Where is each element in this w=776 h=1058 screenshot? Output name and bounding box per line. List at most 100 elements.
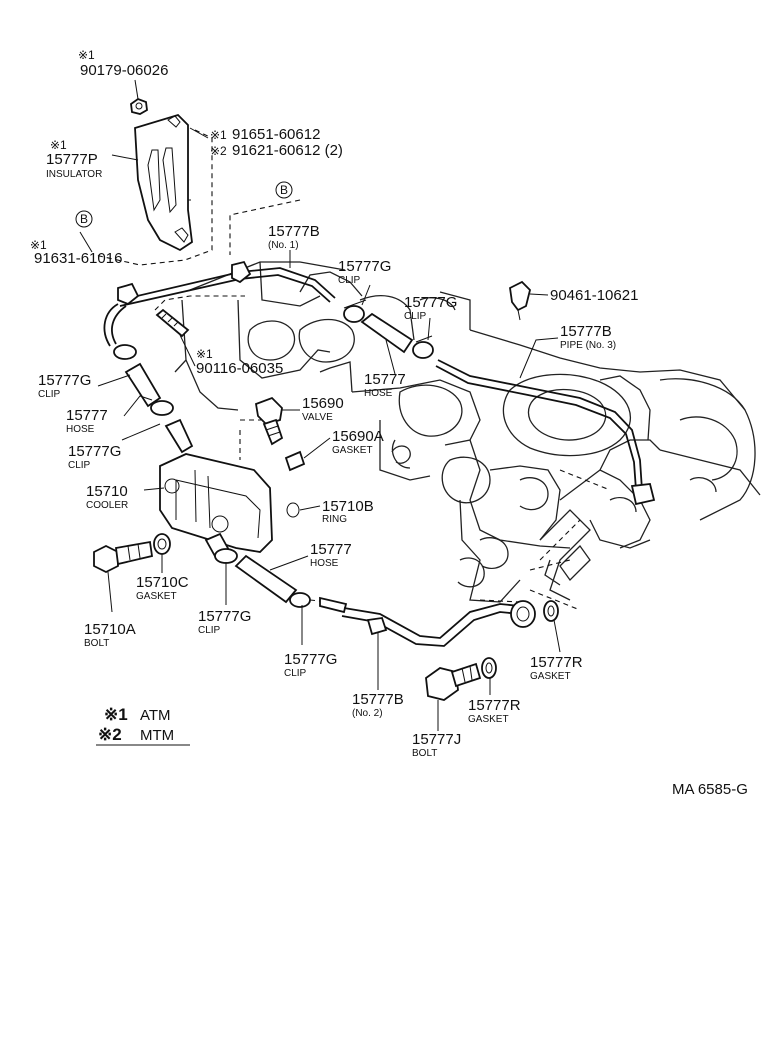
- top-clip-2-part: [412, 335, 434, 359]
- pipe-no1-part: [117, 260, 336, 307]
- callout-valve: 15690 VALVE: [302, 395, 344, 423]
- callout-gasket-r1-part: 15777R: [530, 654, 583, 671]
- legend-mark-1: ※1: [104, 705, 128, 724]
- pipe-no3-part: [435, 359, 656, 506]
- callout-insulator: ※1 15777P INSULATOR: [46, 138, 102, 180]
- cooler-part: [159, 453, 273, 553]
- callout-clip-left1-name: CLIP: [38, 389, 61, 400]
- callout-cooler-bolt-part: 15710A: [84, 621, 136, 638]
- reference-marker-b-upper-label: B: [280, 183, 288, 197]
- left-clip-2-part: [150, 400, 174, 416]
- callout-ring-name: RING: [322, 514, 347, 525]
- callout-gasket-r1: 15777R GASKET: [530, 654, 583, 682]
- callout-clip-left2-name: CLIP: [68, 460, 91, 471]
- ring-part: [286, 502, 300, 518]
- callout-gasket-r2: 15777R GASKET: [468, 697, 521, 725]
- callout-clip-bottom2-name: CLIP: [284, 668, 307, 679]
- callout-bolt-a-mark1: ※1: [210, 128, 227, 142]
- callout-cooler-gasket: 15710C GASKET: [136, 574, 189, 602]
- valve-part: [254, 396, 284, 446]
- callout-ring-part: 15710B: [322, 498, 374, 515]
- callout-bolt-a: ※1 91651-60612 ※2 91621-60612 (2): [210, 126, 343, 159]
- callout-hose-top-name: HOSE: [364, 388, 393, 399]
- callout-union-bolt: 15777J BOLT: [412, 731, 461, 759]
- legend-label-1: ATM: [140, 707, 171, 724]
- callout-clip-bottom2: 15777G CLIP: [284, 651, 337, 679]
- callout-valve-part: 15690: [302, 395, 344, 412]
- callout-pipe-no3-name: PIPE (No. 3): [560, 340, 616, 351]
- callout-nut-part: 90179-06026: [80, 62, 168, 79]
- callout-insulator-name: INSULATOR: [46, 169, 102, 180]
- callout-hose-left: 15777 HOSE: [66, 407, 108, 435]
- callout-pipe-no1-name: (No. 1): [268, 240, 299, 251]
- callout-nut-mark: ※1: [78, 48, 95, 62]
- reference-marker-b-lower: B: [75, 210, 93, 228]
- callout-clip-left1: 15777G CLIP: [38, 372, 91, 400]
- callout-clip-top1-part: 15777G: [338, 258, 391, 275]
- callout-valve-gasket: 15690A GASKET: [332, 428, 384, 456]
- callout-bolt-a-mark2: ※2: [210, 144, 227, 158]
- callout-clip-top2: 15777G CLIP: [404, 294, 457, 322]
- callout-hose-bottom: 15777 HOSE: [310, 541, 352, 569]
- callout-bracket-bolt: 90461-10621: [550, 287, 638, 304]
- callout-stud-mark: ※1: [196, 347, 213, 361]
- bottom-clip-2-part: [289, 592, 311, 608]
- callout-clip-top2-name: CLIP: [404, 311, 427, 322]
- callout-insulator-part: 15777P: [46, 151, 98, 168]
- union-fitting-part: [510, 600, 536, 628]
- callout-valve-gasket-part: 15690A: [332, 428, 384, 445]
- callout-clip-top1: 15777G CLIP: [338, 258, 391, 286]
- gasket-r1-part: [543, 600, 559, 622]
- callout-clip-left2: 15777G CLIP: [68, 443, 121, 471]
- callout-bolt-a-part1: 91651-60612: [232, 126, 320, 143]
- bottom-clip-1-part: [214, 548, 238, 564]
- callout-gasket-r1-name: GASKET: [530, 671, 571, 682]
- callout-clip-bottom1-part: 15777G: [198, 608, 251, 625]
- callout-clip-bottom2-part: 15777G: [284, 651, 337, 668]
- insulator-part: [134, 113, 193, 252]
- left-hose-part: [124, 362, 162, 408]
- callout-bolt-b-mark: ※1: [30, 238, 47, 252]
- callout-hose-top-part: 15777: [364, 371, 406, 388]
- callout-pipe-no1: 15777B (No. 1): [268, 223, 320, 251]
- callout-hose-top: 15777 HOSE: [364, 371, 406, 399]
- left-pipe-bend-part: [103, 303, 127, 347]
- callout-gasket-r2-part: 15777R: [468, 697, 521, 714]
- callout-gasket-r2-name: GASKET: [468, 714, 509, 725]
- callout-clip-top2-part: 15777G: [404, 294, 457, 311]
- bottom-hose-part: [234, 554, 298, 604]
- callout-hose-left-name: HOSE: [66, 424, 95, 435]
- callout-cooler: 15710 COOLER: [86, 483, 128, 511]
- legend-label-2: MTM: [140, 727, 174, 744]
- callout-insulator-mark: ※1: [50, 138, 67, 152]
- callout-pipe-no1-part: 15777B: [268, 223, 320, 240]
- gasket-r2-part: [481, 657, 497, 679]
- callout-clip-bottom1-name: CLIP: [198, 625, 221, 636]
- callout-pipe-no2-name: (No. 2): [352, 708, 383, 719]
- callout-stud-part: 90116-06035: [196, 360, 283, 377]
- callout-pipe-no3-part: 15777B: [560, 323, 612, 340]
- callout-hose-bottom-part: 15777: [310, 541, 352, 558]
- diagram-code: MA 6585-G: [672, 781, 748, 798]
- reference-marker-b-upper: B: [275, 181, 293, 199]
- left-clip-1-part: [113, 344, 137, 360]
- cooler-bolt-part: [93, 540, 154, 574]
- callout-bracket-bolt-part: 90461-10621: [550, 287, 638, 304]
- callout-hose-left-part: 15777: [66, 407, 108, 424]
- callout-pipe-no2-part: 15777B: [352, 691, 404, 708]
- callout-union-bolt-part: 15777J: [412, 731, 461, 748]
- pipe-no2-part: [319, 596, 521, 647]
- callout-clip-left1-part: 15777G: [38, 372, 91, 389]
- stud-part: [155, 308, 190, 338]
- callout-cooler-gasket-name: GASKET: [136, 591, 177, 602]
- callout-bolt-a-part2: 91621-60612 (2): [232, 142, 343, 159]
- engine-block-drawing: [174, 261, 761, 603]
- callout-ring: 15710B RING: [322, 498, 374, 525]
- cooler-inlet-elbow-part: [164, 418, 194, 454]
- callout-nut: ※1 90179-06026: [78, 48, 168, 79]
- callout-cooler-part: 15710: [86, 483, 128, 500]
- reference-marker-b-lower-label: B: [80, 212, 88, 226]
- union-bolt-part: [425, 662, 482, 701]
- top-hose-part: [360, 312, 414, 354]
